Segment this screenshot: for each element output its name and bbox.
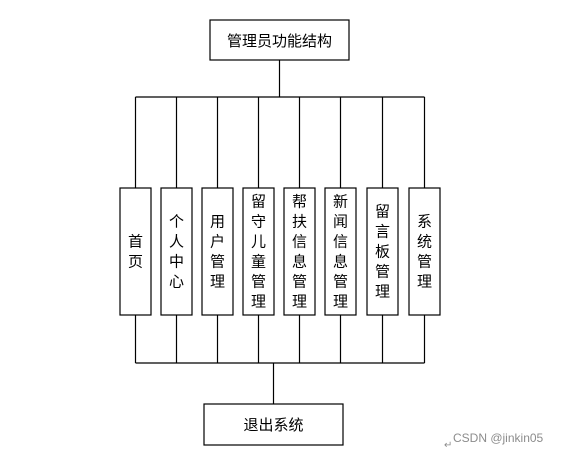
- top-node: 管理员功能结构: [209, 19, 350, 61]
- top-node-box: [209, 19, 350, 61]
- module-node-label: 个人中心: [169, 213, 184, 291]
- module-nodes: 首页 个人中心 用户管理 留守儿童管理 帮扶信息管理 新闻信息管理 留言板管理 系统管理: [119, 187, 441, 316]
- module-node-label: 系统管理: [417, 213, 432, 291]
- module-node-label: 帮扶信息管理: [292, 193, 307, 311]
- module-node-box: [408, 187, 441, 316]
- module-node-box: [324, 187, 357, 316]
- module-node-box: [242, 187, 275, 316]
- bottom-node-label: 退出系统: [243, 416, 303, 434]
- module-node-label: 首页: [128, 233, 143, 271]
- bottom-node-box: [203, 403, 344, 446]
- top-node-label: 管理员功能结构: [227, 32, 332, 50]
- module-node-label: 用户管理: [210, 213, 225, 291]
- module-node-box: [119, 187, 152, 316]
- module-node: 帮扶信息管理: [283, 187, 316, 316]
- module-node: 新闻信息管理: [324, 187, 357, 316]
- module-node: 留言板管理: [366, 187, 399, 316]
- return-mark: ↵: [444, 440, 453, 451]
- bottom-node: 退出系统: [203, 403, 344, 446]
- module-node-box: [283, 187, 316, 316]
- connector-lines: [134, 60, 426, 404]
- module-node: 留守儿童管理: [242, 187, 275, 316]
- module-node: 首页: [119, 187, 152, 316]
- module-node: 个人中心: [160, 187, 193, 316]
- module-node-box: [366, 187, 399, 316]
- watermark: CSDN @jinkin05: [453, 431, 544, 445]
- module-node: 用户管理: [201, 187, 234, 316]
- module-node-box: [160, 187, 193, 316]
- module-node-label: 新闻信息管理: [333, 193, 348, 311]
- module-node-box: [201, 187, 234, 316]
- module-node: 系统管理: [408, 187, 441, 316]
- module-node-label: 留言板管理: [375, 203, 390, 301]
- module-node-label: 留守儿童管理: [251, 193, 266, 311]
